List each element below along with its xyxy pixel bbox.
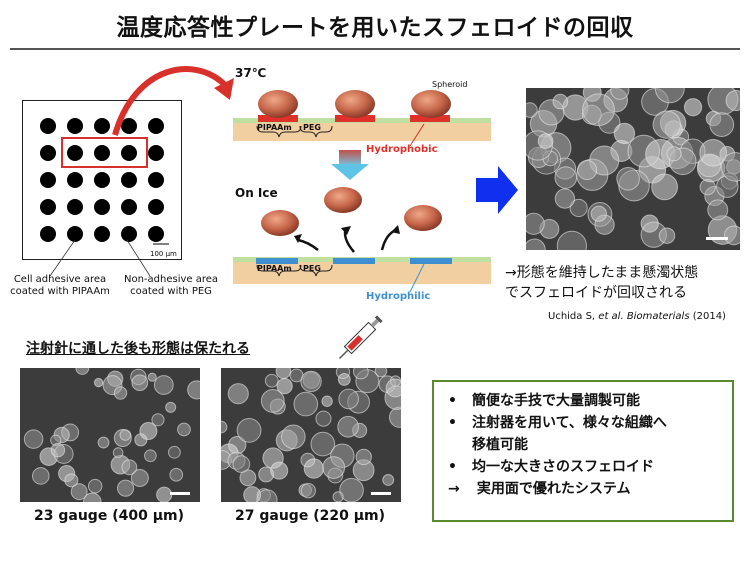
pipaam-label-top: PIPAAm	[257, 123, 292, 132]
summary-item-1-text: 簡便な手技で大量調製可能	[472, 393, 640, 409]
title-divider	[10, 48, 740, 50]
summary-item-1: • 簡便な手技で大量調製可能	[444, 390, 722, 412]
hydrophobic-label: Hydrophobic	[366, 144, 438, 155]
gauge-27-caption: 27 gauge (220 µm)	[235, 508, 385, 524]
spheroid-label: Spheroid	[432, 80, 468, 89]
summary-item-2-text-a: 注射器を用いて、様々な組織へ	[472, 415, 667, 431]
plate-spot	[148, 118, 164, 134]
substrate-bottom	[233, 262, 491, 284]
citation-year: (2014)	[689, 311, 726, 322]
plate-spot	[94, 145, 110, 161]
spheroid-attached-2	[335, 90, 375, 118]
curved-arrow	[112, 66, 228, 136]
plate-spot	[121, 145, 137, 161]
scale-bar-27	[371, 492, 391, 495]
page-title: 温度応答性プレートを用いたスフェロイドの回収	[116, 15, 634, 41]
substrate-top	[233, 123, 491, 141]
pipaam-patch-1	[258, 115, 298, 122]
plate-spot	[67, 226, 83, 242]
peg-label-top: PEG	[303, 123, 321, 132]
cell-adhesive-label: Cell adhesive area coated with PIPAAm	[10, 274, 110, 297]
spheroid-attached-1	[258, 90, 298, 118]
syringe-icon	[338, 315, 383, 360]
pipaam-patch-3	[410, 115, 450, 122]
leader-line-adhesive	[49, 239, 76, 277]
plate-spot	[40, 199, 56, 215]
spheroid-detached-1	[261, 210, 299, 236]
cooling-arrow-head	[331, 164, 369, 180]
plate-spot	[94, 226, 110, 242]
summary-item-2: • 注射器を用いて、様々な組織へ移植可能	[444, 412, 722, 456]
plate-spot	[121, 199, 137, 215]
highlight-box	[61, 137, 148, 168]
plate-spot	[67, 199, 83, 215]
plate-spot	[67, 145, 83, 161]
summary-item-3: • 均一な大きさのスフェロイド	[444, 456, 722, 478]
spheroid-detached-3	[404, 205, 442, 231]
summary-bullet-1: •	[448, 393, 457, 409]
on-ice-label: On Ice	[235, 186, 278, 200]
summary-conclusion: → 実用面で優れたシステム	[444, 478, 722, 500]
result-arrow	[476, 166, 518, 214]
plate-spot	[40, 145, 56, 161]
cooling-arrow-shaft	[339, 150, 361, 164]
citation: Uchida S, et al. Biomaterials (2014)	[548, 311, 726, 322]
recovered-spheroid-photo	[526, 88, 740, 250]
hydrophilic-label: Hydrophilic	[366, 291, 431, 302]
photo-23-gauge	[20, 368, 200, 502]
citation-etal: et al.	[598, 311, 624, 322]
result-text-line1: →形態を維持したまま懸濁状態	[505, 265, 699, 281]
citation-author: Uchida S,	[548, 311, 599, 322]
plate-spot	[94, 118, 110, 134]
plate-spot	[67, 172, 83, 188]
pipaam-hydrophilic-3	[410, 258, 452, 264]
summary-bullet-3: •	[448, 459, 457, 475]
plate-spot	[40, 118, 56, 134]
curved-arrow-head	[214, 78, 234, 100]
pipaam-hydrophilic-2	[333, 258, 375, 264]
plate-spot	[148, 172, 164, 188]
spheroid-attached-3	[411, 90, 451, 118]
pipaam-hydrophilic-1	[256, 258, 298, 264]
summary-item-3-text: 均一な大きさのスフェロイド	[472, 459, 654, 475]
pipaam-patch-2	[335, 115, 375, 122]
leader-line-nonadhesive	[126, 239, 151, 277]
plate-spot	[121, 118, 137, 134]
plate-spot	[40, 172, 56, 188]
gauge-23-caption: 23 gauge (400 µm)	[34, 508, 184, 524]
plate-spot	[40, 226, 56, 242]
peg-label-bottom: PEG	[303, 264, 321, 273]
summary-conclusion-text: 実用面で優れたシステム	[476, 481, 631, 497]
spheroid-detached-2	[324, 187, 362, 213]
non-adhesive-label: Non-adhesive area coated with PEG	[123, 274, 219, 297]
needle-heading: 注射針に通した後も形態は保たれる	[26, 341, 250, 357]
plate-spot	[148, 199, 164, 215]
summary-box: • 簡便な手技で大量調製可能 • 注射器を用いて、様々な組織へ移植可能 • 均一な大き…	[432, 380, 734, 522]
pipaam-label-bottom: PIPAAm	[257, 264, 292, 273]
photo-27-gauge	[221, 368, 401, 502]
plate-spot	[121, 172, 137, 188]
result-text-line2: でスフェロイドが回収される	[505, 285, 687, 301]
plate-dot-grid	[40, 118, 169, 245]
scale-bar-23	[170, 492, 190, 495]
plate-spot	[94, 172, 110, 188]
summary-arrow: →	[448, 481, 460, 497]
plate-schematic	[22, 100, 182, 260]
citation-journal: Biomaterials	[623, 311, 690, 322]
summary-item-2-text-b: 移植可能	[472, 437, 528, 453]
plate-spot	[148, 226, 164, 242]
temperature-37-label: 37℃	[235, 66, 267, 80]
summary-bullet-2: •	[448, 415, 457, 431]
plate-scale-label: 100 µm	[150, 250, 177, 258]
plate-spot	[94, 199, 110, 215]
plate-spot	[67, 118, 83, 134]
plate-spot	[148, 145, 164, 161]
plate-spot	[121, 226, 137, 242]
scale-bar-main	[706, 237, 728, 240]
